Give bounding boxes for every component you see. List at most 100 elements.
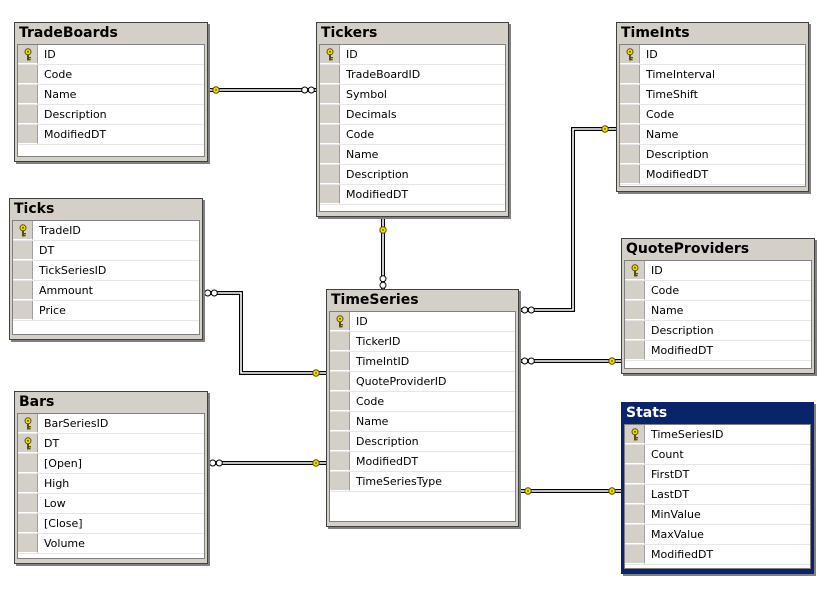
column-row[interactable]: TradeID <box>13 221 199 241</box>
row-selector[interactable] <box>320 165 340 184</box>
table-title[interactable]: QuoteProviders <box>626 241 750 257</box>
row-selector[interactable] <box>18 514 38 533</box>
row-selector[interactable] <box>320 125 340 144</box>
column-row[interactable]: MaxValue <box>625 525 810 545</box>
row-selector[interactable] <box>625 485 645 504</box>
row-selector[interactable] <box>18 85 38 104</box>
row-selector[interactable] <box>320 105 340 124</box>
row-selector[interactable] <box>13 261 33 280</box>
row-selector[interactable] <box>330 392 350 411</box>
column-row[interactable]: ModifiedDT <box>620 165 805 185</box>
column-row[interactable]: Description <box>320 165 505 185</box>
row-selector[interactable] <box>18 125 38 144</box>
column-row[interactable]: ID <box>320 45 505 65</box>
row-selector[interactable] <box>625 341 645 360</box>
table-title[interactable]: Tickers <box>321 25 378 41</box>
row-selector[interactable] <box>18 65 38 84</box>
column-row[interactable]: QuoteProviderID <box>330 372 515 392</box>
row-selector[interactable] <box>330 472 350 491</box>
row-selector[interactable] <box>18 494 38 513</box>
column-row[interactable]: ID <box>620 45 805 65</box>
table-title[interactable]: TimeInts <box>621 25 690 41</box>
row-selector[interactable] <box>13 241 33 260</box>
column-row[interactable]: ModifiedDT <box>320 185 505 205</box>
column-row[interactable]: Code <box>330 392 515 412</box>
row-selector[interactable] <box>620 125 640 144</box>
row-selector[interactable] <box>18 105 38 124</box>
column-row[interactable]: Name <box>320 145 505 165</box>
row-selector[interactable] <box>625 465 645 484</box>
column-row[interactable]: TimeSeriesID <box>625 425 810 445</box>
row-selector[interactable] <box>330 452 350 471</box>
column-row[interactable]: Code <box>625 281 811 301</box>
column-row[interactable]: Decimals <box>320 105 505 125</box>
column-row[interactable]: High <box>18 474 204 494</box>
column-row[interactable]: TickSeriesID <box>13 261 199 281</box>
row-selector[interactable] <box>620 65 640 84</box>
column-row[interactable]: DT <box>13 241 199 261</box>
row-selector[interactable] <box>18 454 38 473</box>
row-selector[interactable] <box>620 145 640 164</box>
column-row[interactable]: TradeBoardID <box>320 65 505 85</box>
row-selector[interactable] <box>320 185 340 204</box>
row-selector[interactable] <box>625 301 645 320</box>
column-row[interactable]: LastDT <box>625 485 810 505</box>
column-row[interactable]: BarSeriesID <box>18 414 204 434</box>
column-row[interactable]: TimeInterval <box>620 65 805 85</box>
column-row[interactable]: Price <box>13 301 199 321</box>
row-selector[interactable] <box>625 281 645 300</box>
row-selector[interactable] <box>620 85 640 104</box>
column-row[interactable]: Count <box>625 445 810 465</box>
table-title[interactable]: TimeSeries <box>331 292 419 308</box>
column-row[interactable]: Description <box>625 321 811 341</box>
column-row[interactable]: ModifiedDT <box>625 341 811 361</box>
row-selector[interactable] <box>625 445 645 464</box>
column-row[interactable]: Code <box>18 65 204 85</box>
column-row[interactable]: Name <box>330 412 515 432</box>
row-selector[interactable] <box>330 432 350 451</box>
table-title[interactable]: Bars <box>19 394 55 410</box>
column-row[interactable]: ModifiedDT <box>625 545 810 565</box>
row-selector[interactable] <box>330 352 350 371</box>
column-row[interactable]: Description <box>18 105 204 125</box>
column-row[interactable]: Name <box>620 125 805 145</box>
column-row[interactable]: Name <box>625 301 811 321</box>
column-row[interactable]: TimeIntID <box>330 352 515 372</box>
column-row[interactable]: Code <box>320 125 505 145</box>
relationship-line[interactable] <box>519 127 616 312</box>
row-selector[interactable] <box>18 474 38 493</box>
column-row[interactable]: ID <box>18 45 204 65</box>
column-row[interactable]: ModifiedDT <box>330 452 515 472</box>
row-selector[interactable] <box>320 65 340 84</box>
column-row[interactable]: Description <box>330 432 515 452</box>
column-row[interactable]: MinValue <box>625 505 810 525</box>
column-row[interactable]: TickerID <box>330 332 515 352</box>
row-selector[interactable] <box>13 281 33 300</box>
relationship-line[interactable] <box>203 291 326 375</box>
column-row[interactable]: Name <box>18 85 204 105</box>
row-selector[interactable] <box>620 165 640 184</box>
column-row[interactable]: [Close] <box>18 514 204 534</box>
column-row[interactable]: Low <box>18 494 204 514</box>
row-selector[interactable] <box>625 545 645 564</box>
column-row[interactable]: Symbol <box>320 85 505 105</box>
column-row[interactable]: Description <box>620 145 805 165</box>
column-row[interactable]: ID <box>625 261 811 281</box>
table-title[interactable]: Ticks <box>14 201 55 217</box>
table-title[interactable]: Stats <box>626 405 668 421</box>
column-row[interactable]: TimeShift <box>620 85 805 105</box>
column-row[interactable]: TimeSeriesType <box>330 472 515 492</box>
row-selector[interactable] <box>320 145 340 164</box>
table-title[interactable]: TradeBoards <box>19 25 118 41</box>
row-selector[interactable] <box>330 412 350 431</box>
column-row[interactable]: Ammount <box>13 281 199 301</box>
row-selector[interactable] <box>330 332 350 351</box>
column-row[interactable]: [Open] <box>18 454 204 474</box>
